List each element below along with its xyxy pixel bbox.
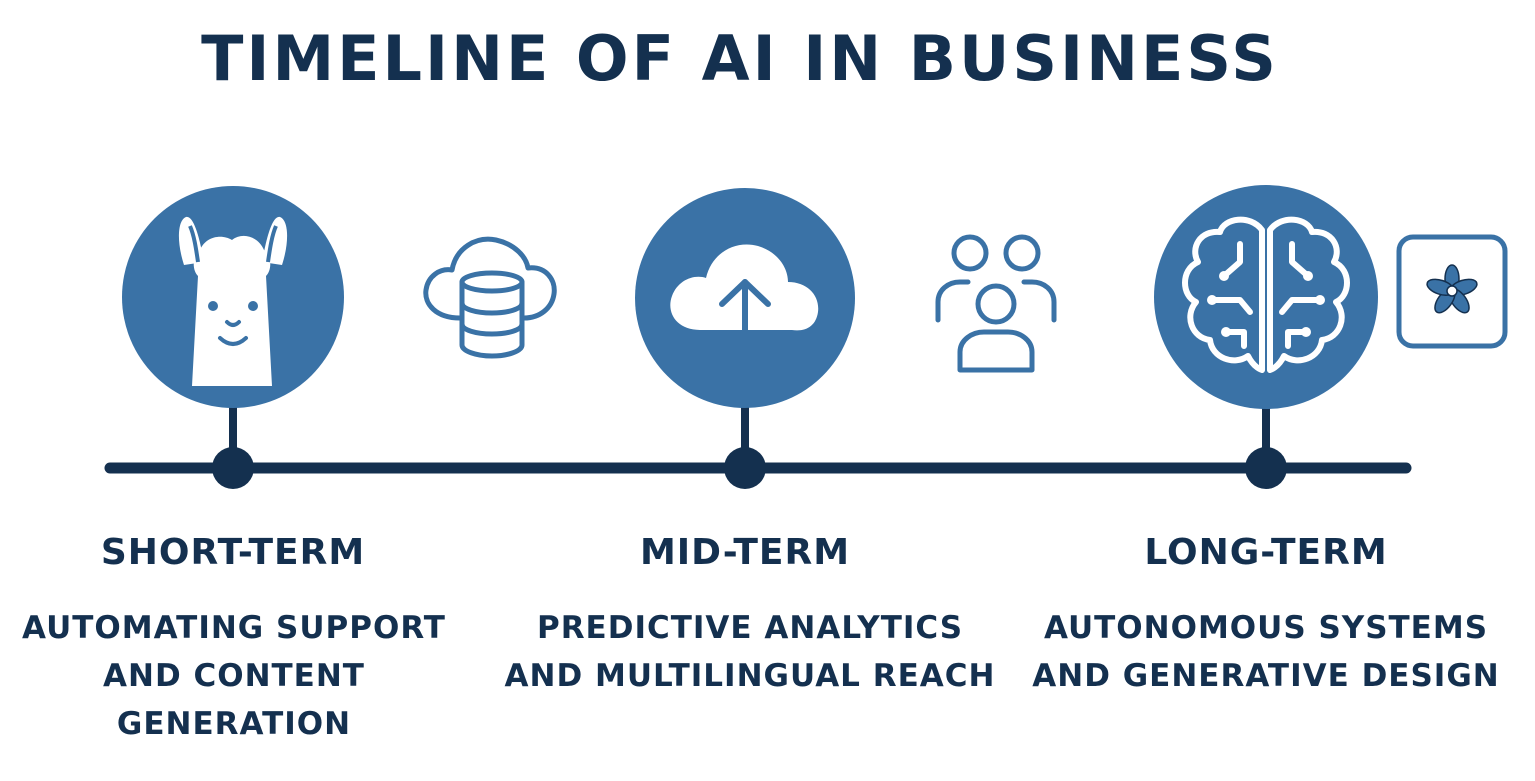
circuit-brain-icon — [1154, 185, 1378, 409]
phase-description-short-term: AUTOMATING SUPPORT AND CONTENT GENERATIO… — [22, 610, 446, 742]
phase-label-long-term: LONG-TERM — [1144, 532, 1388, 573]
phase-label-short-term: SHORT-TERM — [100, 532, 366, 573]
cloud-database-icon — [423, 236, 557, 359]
people-group-icon — [935, 234, 1057, 373]
milestone-dot-long-term — [1245, 447, 1287, 489]
phase-label-mid-term: MID-TERM — [639, 532, 851, 573]
page-title: TIMELINE OF AI IN BUSINESS — [201, 22, 1279, 95]
milestone-dot-short-term — [212, 447, 254, 489]
llama-icon — [122, 186, 344, 408]
milestone-dot-mid-term — [724, 447, 766, 489]
phase-description-mid-term: PREDICTIVE ANALYTICS AND MULTILINGUAL RE… — [504, 610, 996, 694]
cloud-upload-icon — [635, 188, 855, 408]
flower-square-icon — [1396, 234, 1508, 349]
phase-description-long-term: AUTONOMOUS SYSTEMS AND GENERATIVE DESIGN — [1032, 610, 1500, 694]
